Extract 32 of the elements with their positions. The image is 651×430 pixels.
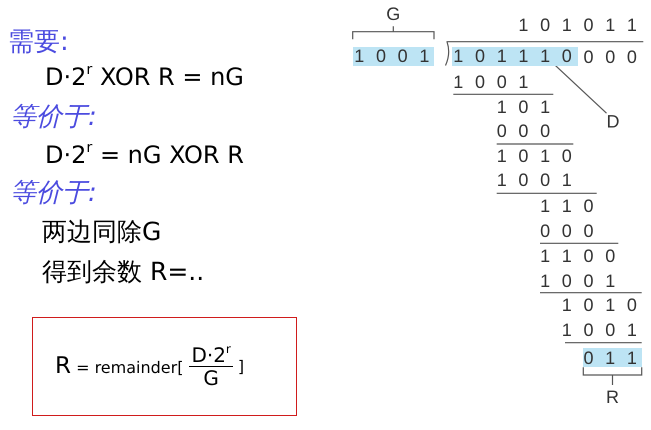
fraction-numerator: D·2$^{r}$ bbox=[190, 344, 232, 366]
step-heading: 需要: bbox=[8, 26, 69, 57]
digit-row: 0 0 0 bbox=[496, 121, 550, 141]
dividend-digits: 1 0 1 1 1 0 bbox=[453, 46, 572, 66]
remainder-digits: 0 1 1 bbox=[583, 348, 637, 368]
bracket-label: G bbox=[386, 4, 400, 24]
equation: D·2$^{r}$ XOR R = nG bbox=[45, 62, 244, 92]
formula-box bbox=[32, 317, 297, 416]
digit-row: 1 0 0 1 bbox=[540, 270, 616, 290]
fraction-denominator: G bbox=[203, 367, 219, 390]
digit-row: 1 0 0 1 bbox=[453, 72, 528, 92]
digit-row: 1 1 0 0 bbox=[540, 246, 616, 266]
formula-text: R = remainder[ bbox=[55, 352, 184, 380]
step-heading: 等价于: bbox=[10, 102, 97, 132]
digit-row: 1 0 1 0 bbox=[496, 146, 572, 166]
digit-row: 1 0 1 0 bbox=[562, 295, 637, 315]
equation: D·2$^{r}$ = nG XOR R bbox=[45, 140, 244, 170]
leader-line bbox=[555, 65, 607, 114]
digit-row: 1 0 0 1 bbox=[562, 320, 637, 340]
digit-row: 1 0 0 1 bbox=[496, 170, 572, 190]
appended-zeros: 0 0 0 bbox=[584, 46, 637, 66]
closing-bracket: ] bbox=[238, 356, 244, 378]
step-text: 两边同除G bbox=[42, 217, 162, 247]
digit-row: 1 0 1 bbox=[496, 96, 550, 117]
step-text: 得到余数 R=.. bbox=[42, 257, 204, 287]
callout-letter: D bbox=[606, 112, 620, 132]
digit-row: 1 1 0 bbox=[540, 196, 594, 216]
bracket-label: R bbox=[606, 387, 619, 407]
step-heading: 等价于: bbox=[10, 178, 97, 208]
digit-row: 0 0 0 bbox=[540, 220, 594, 240]
divisor-digits: 1 0 0 1 bbox=[354, 46, 430, 66]
quotient-digits: 1 0 1 0 1 1 bbox=[518, 15, 637, 35]
